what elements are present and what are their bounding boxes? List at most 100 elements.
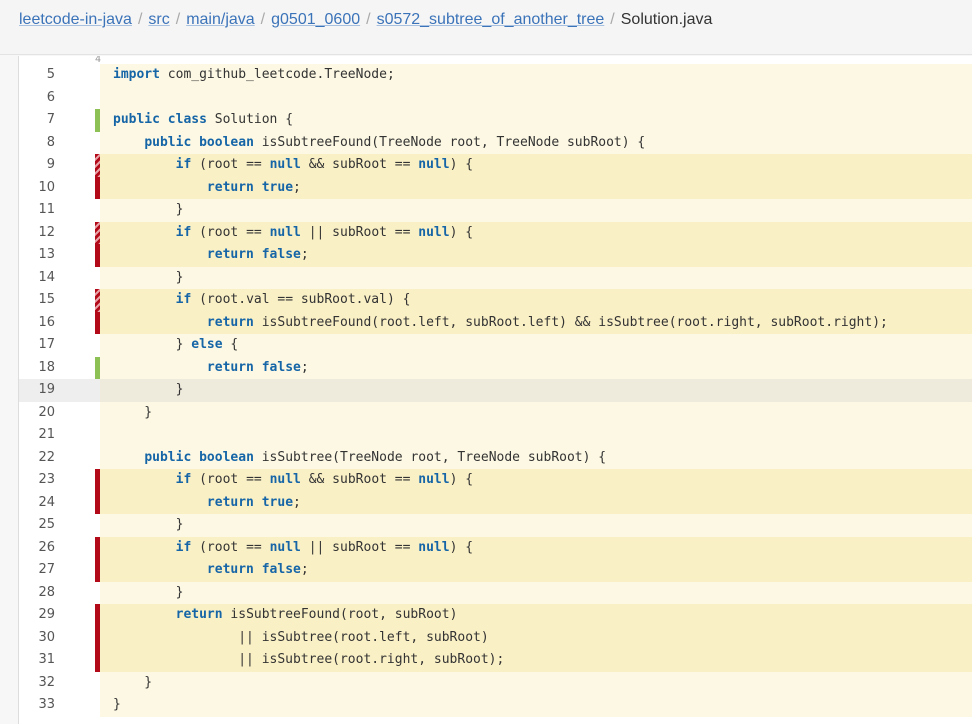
- line-number: 13: [38, 247, 55, 262]
- source-text: }: [100, 199, 972, 222]
- code-token: (root.val == subRoot.val) {: [191, 292, 411, 307]
- code-line: 23 if (root == null && subRoot == null) …: [19, 469, 972, 492]
- coverage-marker: [95, 221, 100, 244]
- code-token: || subRoot ==: [300, 224, 419, 240]
- code-token: || isSubtree(root.right, subRoot);: [113, 652, 505, 667]
- code-token: (root ==: [191, 157, 270, 172]
- code-line: 21: [19, 424, 972, 447]
- code-token: [160, 112, 168, 127]
- code-keyword: return: [206, 359, 254, 375]
- line-number-partial: 4: [94, 56, 101, 64]
- code-token: }: [113, 517, 184, 532]
- code-keyword: return: [206, 562, 254, 577]
- code-line: 20 }: [19, 401, 972, 424]
- code-token: (root ==: [191, 224, 270, 240]
- code-token: [113, 450, 144, 465]
- code-keyword: false: [261, 247, 301, 262]
- line-number: 26: [38, 539, 55, 555]
- code-line: 26 if (root == null || subRoot == null) …: [19, 536, 972, 559]
- code-token: [254, 562, 262, 577]
- coverage-marker: [95, 649, 100, 672]
- code-token: ;: [293, 179, 301, 195]
- code-token: }: [113, 674, 153, 690]
- code-token: }: [113, 584, 184, 600]
- code-token: || isSubtree(root.left, subRoot): [113, 629, 489, 645]
- source-text: [100, 86, 972, 109]
- code-token: isSubtreeFound(root, subRoot): [222, 607, 458, 622]
- code-token: ) {: [449, 472, 474, 487]
- code-keyword: null: [269, 224, 301, 240]
- coverage-marker: [95, 559, 100, 582]
- code-keyword: if: [175, 472, 192, 487]
- line-number: 8: [46, 134, 55, 150]
- code-keyword: null: [418, 472, 450, 487]
- breadcrumb-link-package[interactable]: g0501_0600: [271, 11, 361, 28]
- code-token: [113, 225, 176, 240]
- code-line: 33}: [19, 694, 972, 717]
- source-text: }: [100, 671, 972, 694]
- code-keyword: false: [261, 359, 301, 375]
- code-line: 11 }: [19, 199, 972, 222]
- line-number: 27: [38, 562, 55, 577]
- code-keyword: import: [113, 67, 160, 82]
- line-number: 10: [38, 179, 55, 195]
- code-line: 31 || isSubtree(root.right, subRoot);: [19, 649, 972, 672]
- code-line: 24 return true;: [19, 491, 972, 514]
- code-keyword: null: [269, 472, 301, 487]
- coverage-marker: [95, 289, 100, 312]
- line-number: 12: [38, 224, 55, 240]
- code-line: 8 public boolean isSubtreeFound(TreeNode…: [19, 131, 972, 154]
- code-token: || subRoot ==: [300, 539, 419, 555]
- breadcrumb-link-package-root[interactable]: main/java: [186, 11, 255, 28]
- code-line: 14 }: [19, 266, 972, 289]
- code-line: 16 return isSubtreeFound(root.left, subR…: [19, 311, 972, 334]
- line-number: 32: [38, 674, 55, 690]
- source-text: return false;: [100, 356, 972, 379]
- source-text: public boolean isSubtreeFound(TreeNode r…: [100, 131, 972, 154]
- code-keyword: if: [175, 157, 192, 172]
- code-keyword: else: [191, 337, 223, 352]
- source-text: return true;: [100, 176, 972, 199]
- code-token: [113, 495, 207, 510]
- code-token: ) {: [449, 224, 474, 240]
- code-token: ) {: [449, 157, 474, 172]
- code-keyword: true: [261, 179, 294, 195]
- code-keyword: return: [206, 314, 254, 330]
- code-keyword: if: [175, 292, 192, 307]
- code-keyword: if: [175, 539, 192, 555]
- line-number: 19: [38, 382, 55, 397]
- code-token: }: [113, 269, 184, 285]
- code-token: [113, 607, 176, 622]
- breadcrumb-link-src[interactable]: src: [148, 11, 170, 28]
- line-number: 31: [38, 652, 55, 667]
- coverage-marker: [95, 491, 100, 514]
- source-text: }: [100, 379, 972, 402]
- code-keyword: class: [167, 112, 207, 127]
- code-keyword: true: [261, 494, 294, 510]
- code-keyword: null: [418, 539, 450, 555]
- line-number: 18: [38, 359, 55, 375]
- code-token: [113, 472, 176, 487]
- code-token: }: [113, 337, 192, 352]
- line-number: 21: [38, 427, 55, 442]
- code-token: [113, 292, 176, 307]
- source-text: if (root == null && subRoot == null) {: [100, 469, 972, 492]
- line-number: 14: [38, 269, 55, 285]
- code-keyword: return: [175, 607, 223, 622]
- code-token: && subRoot ==: [300, 157, 419, 172]
- code-line: 12 if (root == null || subRoot == null) …: [19, 221, 972, 244]
- breadcrumb-separator: /: [175, 11, 181, 28]
- code-token: {: [222, 337, 239, 352]
- code-token: isSubtree(TreeNode root, TreeNode subRoo…: [253, 449, 607, 465]
- code-token: ;: [300, 359, 309, 375]
- coverage-marker: [95, 604, 100, 627]
- code-token: }: [113, 697, 121, 712]
- code-line: 32 }: [19, 671, 972, 694]
- breadcrumb-link-subpackage[interactable]: s0572_subtree_of_another_tree: [376, 11, 605, 28]
- code-line: 27 return false;: [19, 559, 972, 582]
- breadcrumb-link-project[interactable]: leetcode-in-java: [19, 11, 132, 28]
- code-token: (root ==: [191, 539, 270, 555]
- coverage-marker: [95, 536, 100, 559]
- code-keyword: null: [269, 157, 301, 172]
